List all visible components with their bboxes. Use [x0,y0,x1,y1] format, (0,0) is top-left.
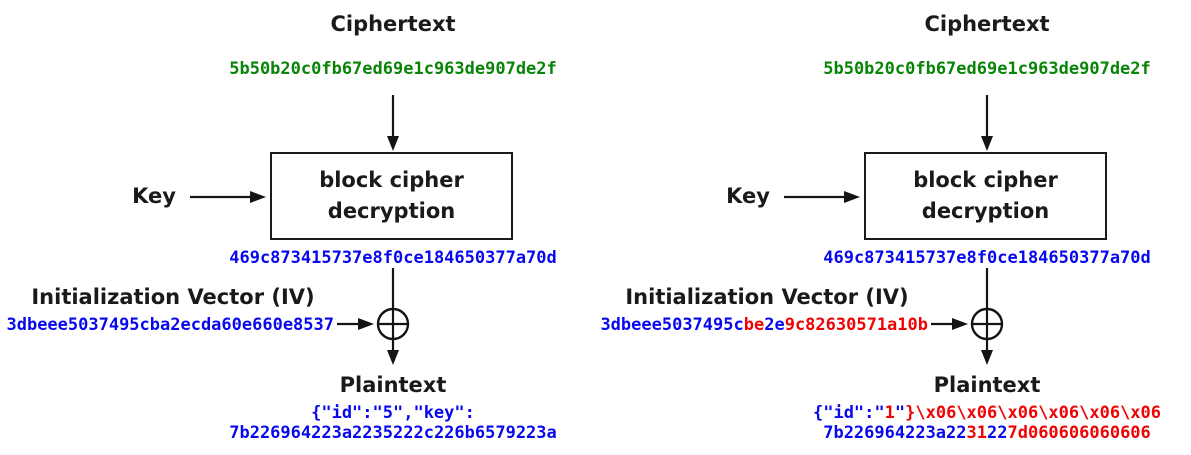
hex-segment-blue: 3dbeee5037495c [600,315,744,335]
hex-segment-red: 31 [966,423,987,443]
hex-segment-red: }\x06\x06\x06\x06\x06\x06 [905,403,1162,423]
key-label: Key [132,184,176,208]
plaintext-down-arrow-icon [387,339,399,365]
block-cipher-decryption-box: block cipher decryption [864,152,1107,240]
box-label-line2: decryption [327,199,456,223]
block-output-hex: 469c873415737e8f0ce184650377a70d [229,249,557,268]
box-label-line2: decryption [921,199,1050,223]
xor-icon [376,307,410,341]
iv-label: Initialization Vector (IV) [31,285,315,309]
hex-segment-red: 1 [884,403,895,423]
block-output-hex: 469c873415737e8f0ce184650377a70d [823,249,1151,268]
hex-segment-green: 5b50b20c0fb67ed69e1c963de907de2f [823,59,1151,79]
hex-segment-blue: 469c873415737e8f0ce184650377a70d [823,248,1151,268]
hex-segment-blue: 3dbeee5037495cba2ecda60e660e8537 [6,315,334,335]
xor-icon [970,307,1004,341]
ciphertext-down-arrow-icon [387,95,399,151]
ciphertext-hex: 5b50b20c0fb67ed69e1c963de907de2f [229,60,557,79]
hex-segment-blue: {"id":"5","key": [311,403,475,423]
hex-segment-blue: " [894,403,906,423]
hex-segment-blue: 22 [987,423,1008,443]
key-arrow-icon [190,191,266,203]
hex-segment-green: 5b50b20c0fb67ed69e1c963de907de2f [229,59,557,79]
hex-segment-blue: 469c873415737e8f0ce184650377a70d [229,248,557,268]
panel-tampered-iv-decryption: Ciphertext 5b50b20c0fb67ed69e1c963de907d… [594,0,1191,455]
ciphertext-hex: 5b50b20c0fb67ed69e1c963de907de2f [823,60,1151,79]
iv-hex: 3dbeee5037495cbe2e9c82630571a10b [594,316,928,335]
iv-arrow-icon [337,318,374,330]
iv-label: Initialization Vector (IV) [625,285,909,309]
plaintext-label: Plaintext [933,373,1041,397]
hex-segment-blue: 2e [764,315,785,335]
iv-hex: 3dbeee5037495cba2ecda60e660e8537 [0,316,334,335]
block-cipher-decryption-box: block cipher decryption [270,152,513,240]
ciphertext-down-arrow-icon [981,95,993,151]
hex-segment-red: be [743,315,765,335]
key-label: Key [726,184,770,208]
plaintext-label: Plaintext [339,373,447,397]
plaintext-line2: 7b226964223a2235222c226b6579223a [229,424,557,443]
panel-original-decryption: Ciphertext 5b50b20c0fb67ed69e1c963de907d… [0,12,557,443]
key-arrow-icon [784,191,860,203]
plaintext-down-arrow-icon [981,339,993,365]
hex-segment-red: 9c82630571a10b [784,315,928,335]
plaintext-line1: {"id":"5","key": [311,404,475,423]
box-label-line1: block cipher [913,168,1058,192]
hex-segment-blue: {"id":" [812,403,885,423]
plaintext-line1: {"id":"1"}\x06\x06\x06\x06\x06\x06 [813,404,1161,423]
hex-segment-red: 7d060606060606 [1007,423,1151,443]
ciphertext-label: Ciphertext [330,12,456,36]
plaintext-line2: 7b226964223a2231227d060606060606 [823,424,1151,443]
hex-segment-blue: 7b226964223a22 [823,423,967,443]
iv-arrow-icon [931,318,968,330]
box-label-line1: block cipher [319,168,464,192]
ciphertext-label: Ciphertext [924,12,1050,36]
hex-segment-blue: 7b226964223a2235222c226b6579223a [229,423,557,443]
